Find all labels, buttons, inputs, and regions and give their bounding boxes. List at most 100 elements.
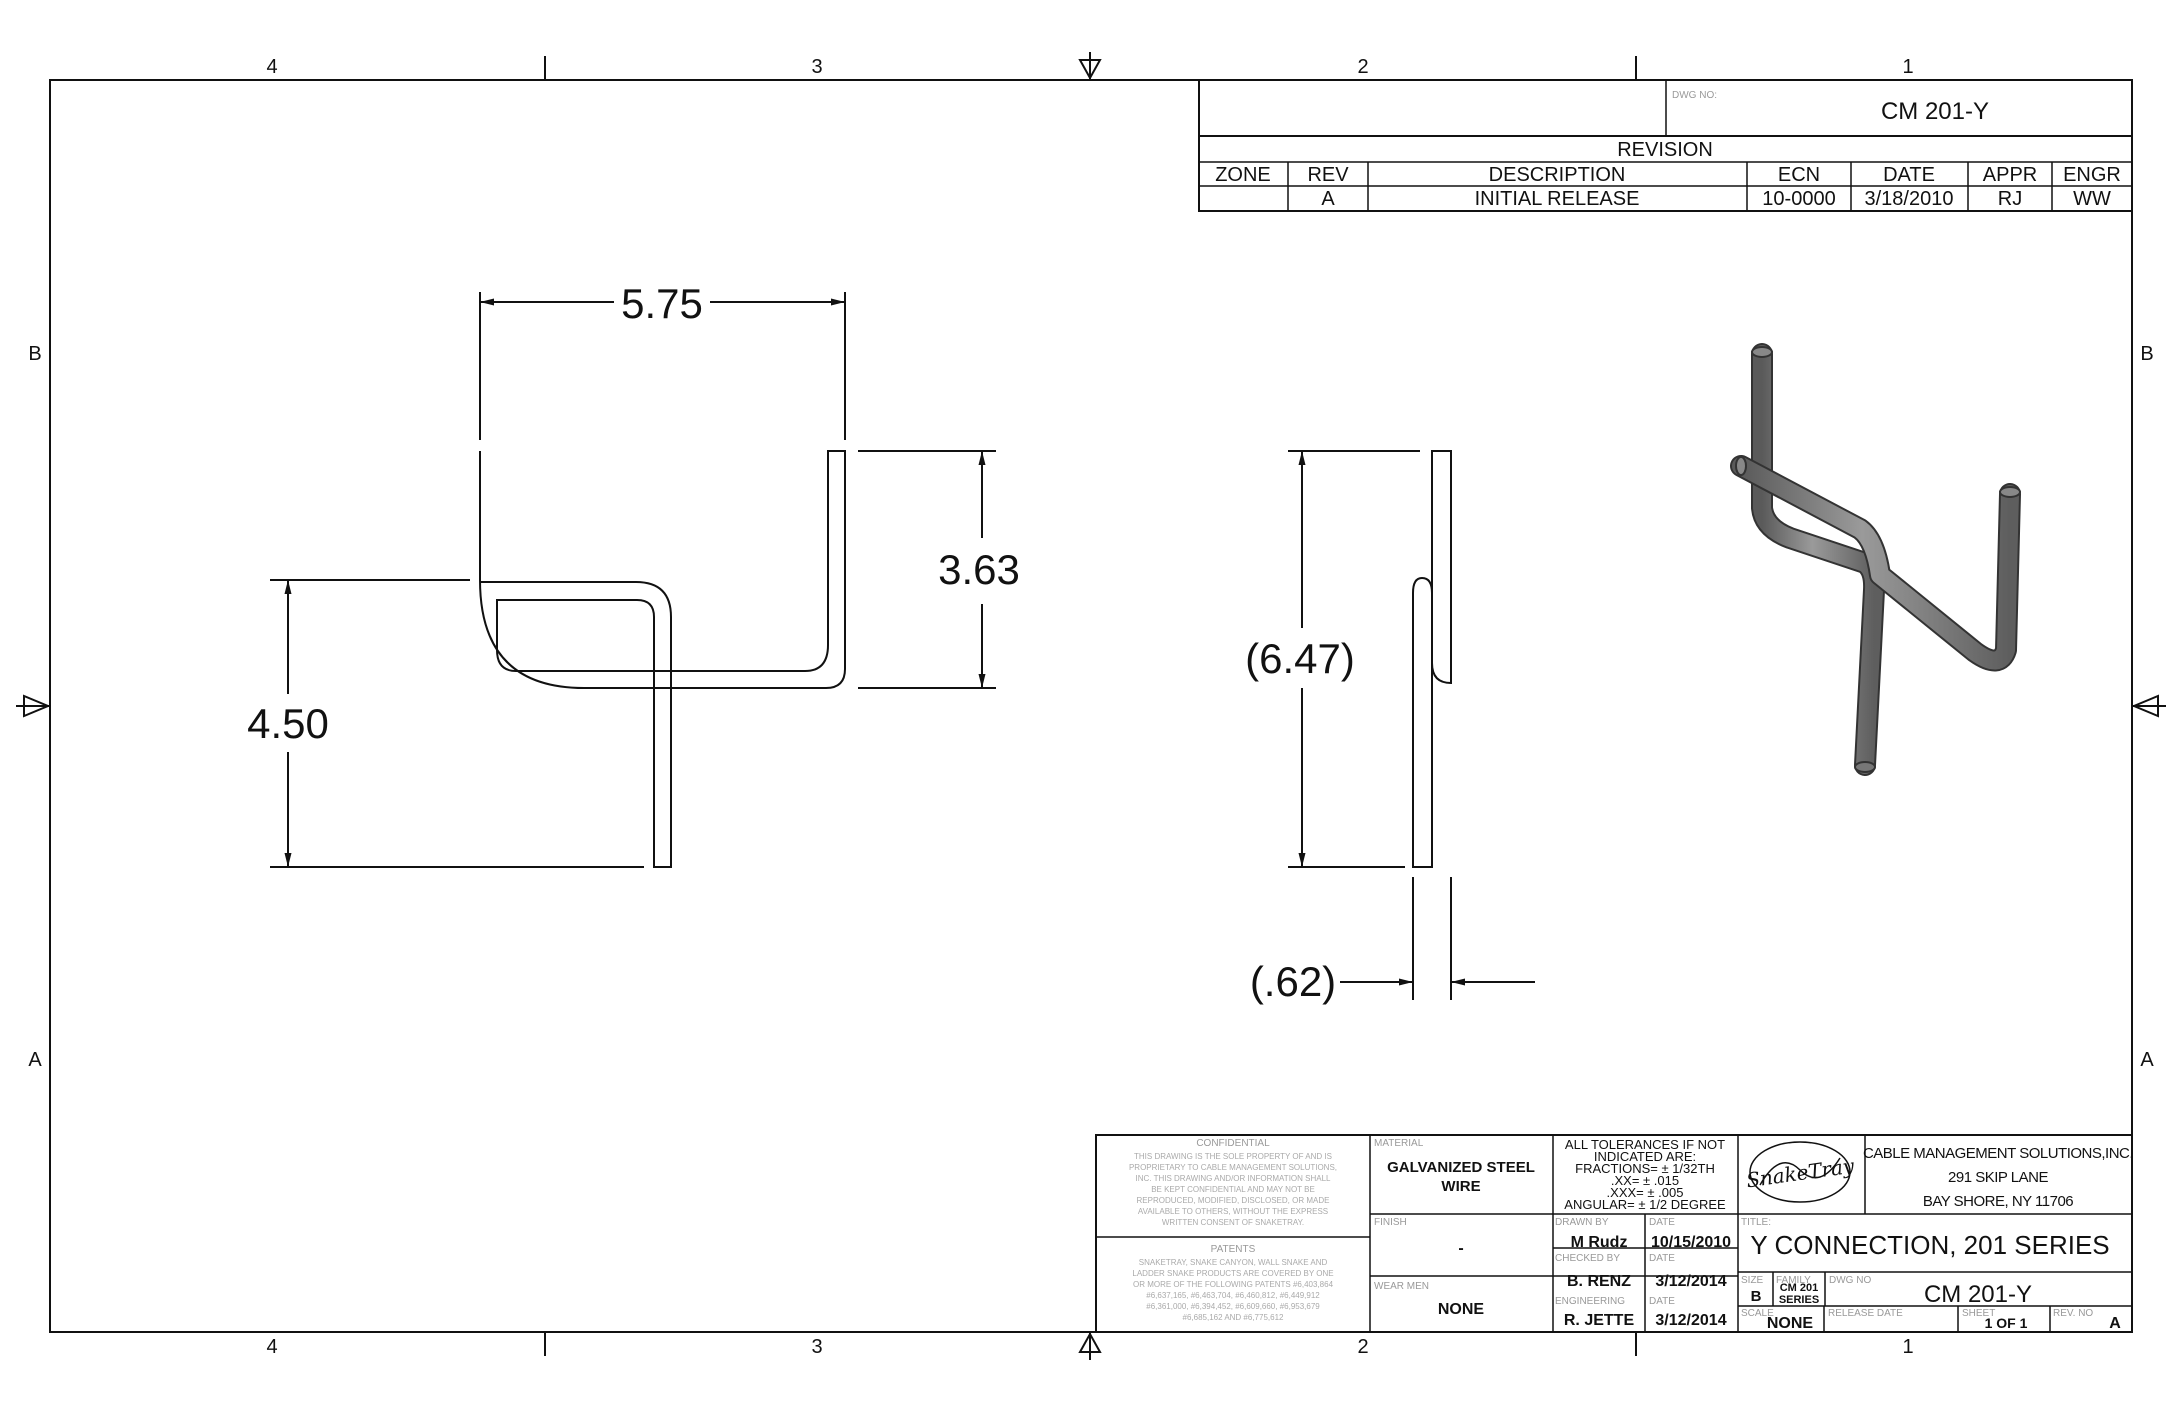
rev-cell-description: INITIAL RELEASE — [1475, 188, 1640, 210]
dim-side-height-label: (6.47) — [1245, 635, 1355, 682]
logo-text: SnakeTray — [1745, 1153, 1857, 1192]
rev-header-zone: ZONE — [1215, 164, 1271, 186]
material-line-2: WIRE — [1441, 1178, 1480, 1195]
family-line-1: CM 201 — [1780, 1282, 1819, 1294]
zone-row-a-left: A — [28, 1049, 42, 1071]
zone-col-2-top: 2 — [1357, 56, 1368, 78]
drawn-by-value: M Rudz — [1571, 1234, 1628, 1251]
rev-header-date: DATE — [1883, 164, 1935, 186]
checked-by-value: B. RENZ — [1567, 1273, 1631, 1290]
patents-line: #6,361,000, #6,394,452, #6,609,660, #6,9… — [1146, 1302, 1320, 1311]
engineering-label: ENGINEERING — [1555, 1296, 1625, 1307]
title-block-grid — [1095, 1134, 2133, 1333]
rev-no-value: A — [2109, 1315, 2121, 1332]
zone-col-1-bottom: 1 — [1902, 1336, 1913, 1358]
checked-by-label: CHECKED BY — [1555, 1253, 1620, 1264]
tolerance-line: ALL TOLERANCES IF NOT — [1565, 1137, 1725, 1152]
zone-row-b-right: B — [2140, 343, 2153, 365]
patents-notice: SNAKETRAY, SNAKE CANYON, WALL SNAKE AND … — [1132, 1258, 1333, 1322]
rev-cell-date: 3/18/2010 — [1865, 188, 1954, 210]
zone-labels: 4 3 2 1 4 3 2 1 B A B A — [28, 56, 2154, 1358]
engineering-date-value: 3/12/2014 — [1655, 1312, 1726, 1329]
rev-header-ecn: ECN — [1778, 164, 1820, 186]
confidential-line: WRITTEN CONSENT OF SNAKETRAY. — [1162, 1218, 1304, 1227]
isometric-view — [1730, 343, 2021, 776]
tolerances-note: ALL TOLERANCES IF NOT INDICATED ARE: FRA… — [1564, 1137, 1726, 1212]
scale-value: NONE — [1767, 1315, 1814, 1332]
confidential-line: AVAILABLE TO OTHERS, WITHOUT THE EXPRESS — [1138, 1207, 1328, 1216]
sheet-label: SHEET — [1962, 1308, 1995, 1319]
dim-height-right-label: 3.63 — [938, 546, 1020, 593]
zone-col-4-bottom: 4 — [266, 1336, 277, 1358]
finish-value: - — [1458, 1240, 1463, 1257]
revision-header-row: ZONE REV DESCRIPTION ECN DATE APPR ENGR — [1215, 164, 2121, 186]
zone-col-3-top: 3 — [811, 56, 822, 78]
dwg-no-label-top: DWG NO: — [1672, 90, 1717, 101]
size-label: SIZE — [1741, 1275, 1764, 1286]
checked-date-label: DATE — [1649, 1253, 1675, 1264]
patents-line: OR MORE OF THE FOLLOWING PATENTS #6,403,… — [1133, 1280, 1334, 1289]
company-city: BAY SHORE, NY 11706 — [1923, 1193, 2073, 1210]
confidential-line: PROPRIETARY TO CABLE MANAGEMENT SOLUTION… — [1129, 1163, 1337, 1172]
tolerance-line: .XXX= ± .005 — [1607, 1185, 1684, 1200]
tolerance-line: ANGULAR= ± 1/2 DEGREE — [1564, 1197, 1726, 1212]
rev-cell-appr: RJ — [1998, 188, 2022, 210]
company-name: CABLE MANAGEMENT SOLUTIONS,INC. — [1863, 1145, 2133, 1162]
sheet-value: 1 OF 1 — [1985, 1315, 2028, 1331]
patents-line: LADDER SNAKE PRODUCTS ARE COVERED BY ONE — [1132, 1269, 1333, 1278]
family-line-2: SERIES — [1779, 1294, 1819, 1306]
drawn-date-value: 10/15/2010 — [1651, 1234, 1731, 1251]
rev-cell-engr: WW — [2073, 188, 2111, 210]
zone-col-2-bottom: 2 — [1357, 1336, 1368, 1358]
dim-height-left-label: 4.50 — [247, 700, 329, 747]
drawn-date-label: DATE — [1649, 1217, 1675, 1228]
dim-side-width-label: (.62) — [1250, 958, 1336, 1005]
dim-width-label: 5.75 — [621, 280, 703, 327]
release-date-label: RELEASE DATE — [1828, 1308, 1903, 1319]
front-view — [270, 292, 996, 868]
confidential-line: REPRODUCED, MODIFIED, DISCLOSED, OR MADE — [1137, 1196, 1330, 1205]
checked-date-value: 3/12/2014 — [1655, 1273, 1726, 1290]
dwg-number-block: DWG NO: CM 201-Y — [1198, 79, 2133, 137]
confidential-title: CONFIDENTIAL — [1196, 1138, 1270, 1149]
rev-no-label: REV. NO — [2053, 1308, 2093, 1319]
snaketray-logo: SnakeTray — [1745, 1141, 1857, 1203]
patents-line: #6,685,162 AND #6,775,612 — [1183, 1313, 1285, 1322]
size-value: B — [1751, 1288, 1762, 1305]
drawn-by-tag: DRAWN BY — [1555, 1217, 1609, 1228]
patents-line: SNAKETRAY, SNAKE CANYON, WALL SNAKE AND — [1139, 1258, 1328, 1267]
material-label: MATERIAL — [1374, 1138, 1424, 1149]
weight-value: NONE — [1438, 1301, 1485, 1318]
scale-label: SCALE — [1741, 1308, 1774, 1319]
confidential-notice: THIS DRAWING IS THE SOLE PROPERTY OF AND… — [1129, 1152, 1337, 1227]
drawing-title: Y CONNECTION, 201 SERIES — [1750, 1230, 2109, 1260]
revision-row: A INITIAL RELEASE 10-0000 3/18/2010 RJ W… — [1321, 188, 2111, 210]
material-line-1: GALVANIZED STEEL — [1387, 1159, 1535, 1176]
tolerance-line: INDICATED ARE: — [1594, 1149, 1696, 1164]
engineering-value: R. JETTE — [1564, 1312, 1635, 1329]
revision-table — [1198, 135, 2133, 212]
zone-row-b-left: B — [28, 343, 41, 365]
rev-cell-rev: A — [1321, 188, 1335, 210]
family-label: FAMILY — [1776, 1275, 1811, 1286]
confidential-line: THIS DRAWING IS THE SOLE PROPERTY OF AND… — [1134, 1152, 1332, 1161]
zone-col-4-top: 4 — [266, 56, 277, 78]
dwg-no-top: CM 201-Y — [1881, 98, 1989, 125]
dwg-no-label: DWG NO — [1829, 1275, 1871, 1286]
confidential-line: BE KEPT CONFIDENTIAL AND MAY NOT BE — [1151, 1185, 1315, 1194]
rev-header-rev: REV — [1307, 164, 1349, 186]
engineering-date-label: DATE — [1649, 1296, 1675, 1307]
company-street: 291 SKIP LANE — [1948, 1169, 2048, 1186]
patents-line: #6,637,165, #6,463,704, #6,460,812, #6,4… — [1146, 1291, 1320, 1300]
rev-header-description: DESCRIPTION — [1489, 164, 1626, 186]
finish-label: FINISH — [1374, 1217, 1407, 1228]
rev-header-engr: ENGR — [2063, 164, 2121, 186]
rev-header-appr: APPR — [1983, 164, 2037, 186]
confidential-line: INC. THIS DRAWING AND/OR INFORMATION SHA… — [1136, 1174, 1332, 1183]
patents-title: PATENTS — [1211, 1244, 1256, 1255]
zone-col-1-top: 1 — [1902, 56, 1913, 78]
tolerance-line: FRACTIONS= ± 1/32TH — [1575, 1161, 1715, 1176]
title-label: TITLE: — [1741, 1217, 1771, 1228]
weight-label: WEAR MEN — [1374, 1281, 1429, 1292]
side-view — [1288, 450, 1535, 1000]
